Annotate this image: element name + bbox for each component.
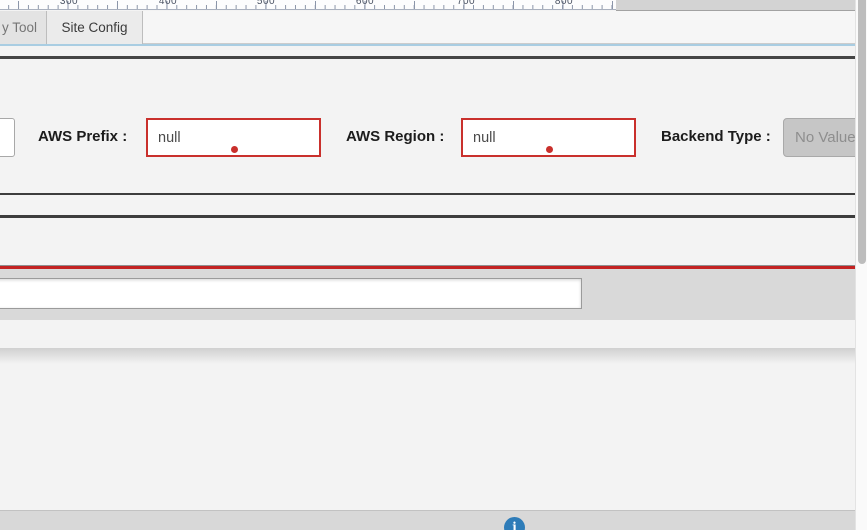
ruler-end-strip — [616, 0, 855, 11]
info-icon[interactable]: i — [504, 517, 525, 530]
aws-region-label: AWS Region : — [346, 128, 445, 145]
red-divider — [0, 265, 855, 269]
cutoff-input-field[interactable] — [0, 118, 15, 157]
aws-prefix-label: AWS Prefix : — [38, 128, 128, 145]
backend-type-label: Backend Type : — [661, 128, 771, 145]
validation-dot-icon — [230, 146, 238, 153]
horizontal-ruler: 300 400 500 600 700 800 — [0, 0, 616, 10]
section-divider-mid-1 — [0, 193, 855, 195]
backend-type-value-box: No Value — [783, 118, 867, 157]
scrollbar-thumb[interactable] — [858, 0, 866, 264]
ruler-tick-label: 500 — [256, 0, 276, 7]
section-shadow — [0, 348, 855, 364]
bottom-bar — [0, 510, 867, 530]
ruler-tick-label: 700 — [456, 0, 476, 7]
aws-region-field-wrap — [461, 118, 636, 157]
vertical-scrollbar[interactable] — [855, 0, 867, 530]
tab-bar: y Tool Site Config — [0, 11, 855, 44]
tab-tool[interactable]: y Tool — [0, 11, 47, 44]
ruler-tick-label: 400 — [158, 0, 178, 7]
ruler-tick-label: 300 — [59, 0, 79, 7]
tab-accent-line — [0, 44, 855, 46]
section-divider-top — [0, 56, 855, 59]
wide-text-input[interactable] — [0, 278, 582, 309]
ruler-tick-label: 600 — [355, 0, 375, 7]
tab-tool-label: y Tool — [2, 20, 38, 35]
validation-dot-icon — [545, 146, 553, 153]
ruler-tick-label: 800 — [554, 0, 574, 7]
tab-site-config-label: Site Config — [61, 20, 128, 35]
section-divider-mid-2 — [0, 215, 855, 218]
tab-site-config[interactable]: Site Config — [47, 11, 143, 44]
ruler-medium-ticks — [0, 1, 616, 9]
aws-prefix-field-wrap — [146, 118, 321, 157]
